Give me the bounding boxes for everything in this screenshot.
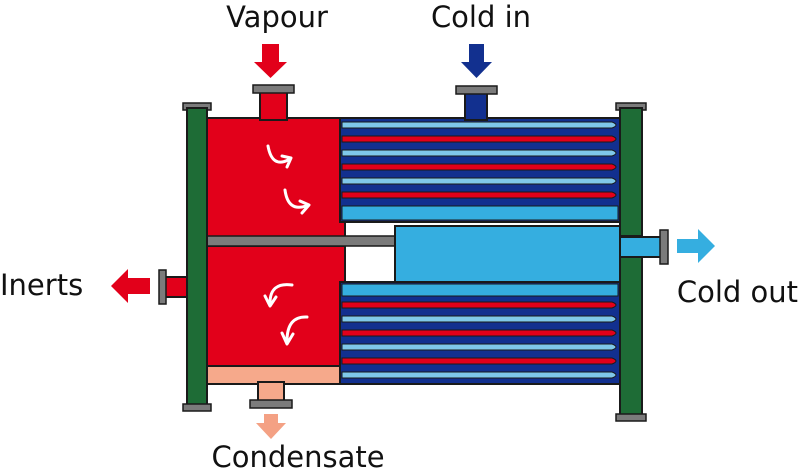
right-flange-lower [619,255,643,417]
swirl-arrow-icon-2 [283,188,311,215]
cold-out-label: Cold out [677,275,798,309]
tube-upper-6 [341,191,617,199]
cold-in-nozzle-pipe [464,91,488,121]
divider-plate [204,235,396,247]
cold-in-label: Cold in [431,0,531,34]
tube-lower-6 [341,357,617,365]
tube-lower-1 [341,283,619,297]
left-flange-cap-bottom [182,403,212,412]
vapour-nozzle [252,84,295,121]
tube-lower-4 [341,329,617,337]
condensate-arrow-icon [256,414,286,439]
vapour-nozzle-pipe [259,89,288,121]
right-flange-cap-bottom [615,413,647,422]
tube-upper-4 [341,163,617,171]
swirl-arrow-icon-3 [263,283,294,308]
cold-in-nozzle [455,85,498,121]
tube-lower-5 [341,343,617,351]
tube-upper-7 [341,205,619,221]
tube-lower-2 [341,301,617,309]
inerts-label: Inerts [0,268,83,302]
condensate-nozzle-flange [249,399,293,409]
vapour-label: Vapour [226,0,328,34]
shell-upper-vapour [204,117,346,241]
shell-lower-vapour [204,245,346,369]
tube-upper-2 [341,135,617,143]
left-tube-sheet [182,102,212,412]
tube-upper-5 [341,177,617,185]
swirl-arrow-icon-4 [280,315,309,346]
vapour-nozzle-flange [252,84,295,94]
condensate-nozzle-pipe [257,381,285,403]
inerts-arrow-icon [111,269,150,303]
left-flange [186,107,208,407]
condensate-nozzle [249,381,293,409]
right-flange-upper [619,107,643,237]
tube-lower-3 [341,315,617,323]
cold-outlet-chamber [394,225,622,283]
condensate-label: Condensate [211,440,384,474]
cold-in-arrow-icon [461,44,492,78]
lower-tube-bundle [339,281,621,385]
flow-swirl-arrows [263,144,311,346]
tube-lower-7 [341,371,617,379]
tube-upper-3 [341,149,617,157]
cold-out-arrow-icon [677,229,715,263]
cold-out-nozzle [619,229,669,265]
cold-in-nozzle-flange [455,85,498,95]
inerts-nozzle-flange [158,269,167,305]
swirl-arrow-icon-1 [266,144,293,169]
upper-tube-bundle [339,117,621,223]
right-tube-sheet [615,102,647,422]
tube-upper-1 [341,121,617,129]
vapour-arrow-icon [254,44,287,78]
cold-out-nozzle-pipe [619,236,664,258]
cold-out-nozzle-flange [659,229,669,265]
